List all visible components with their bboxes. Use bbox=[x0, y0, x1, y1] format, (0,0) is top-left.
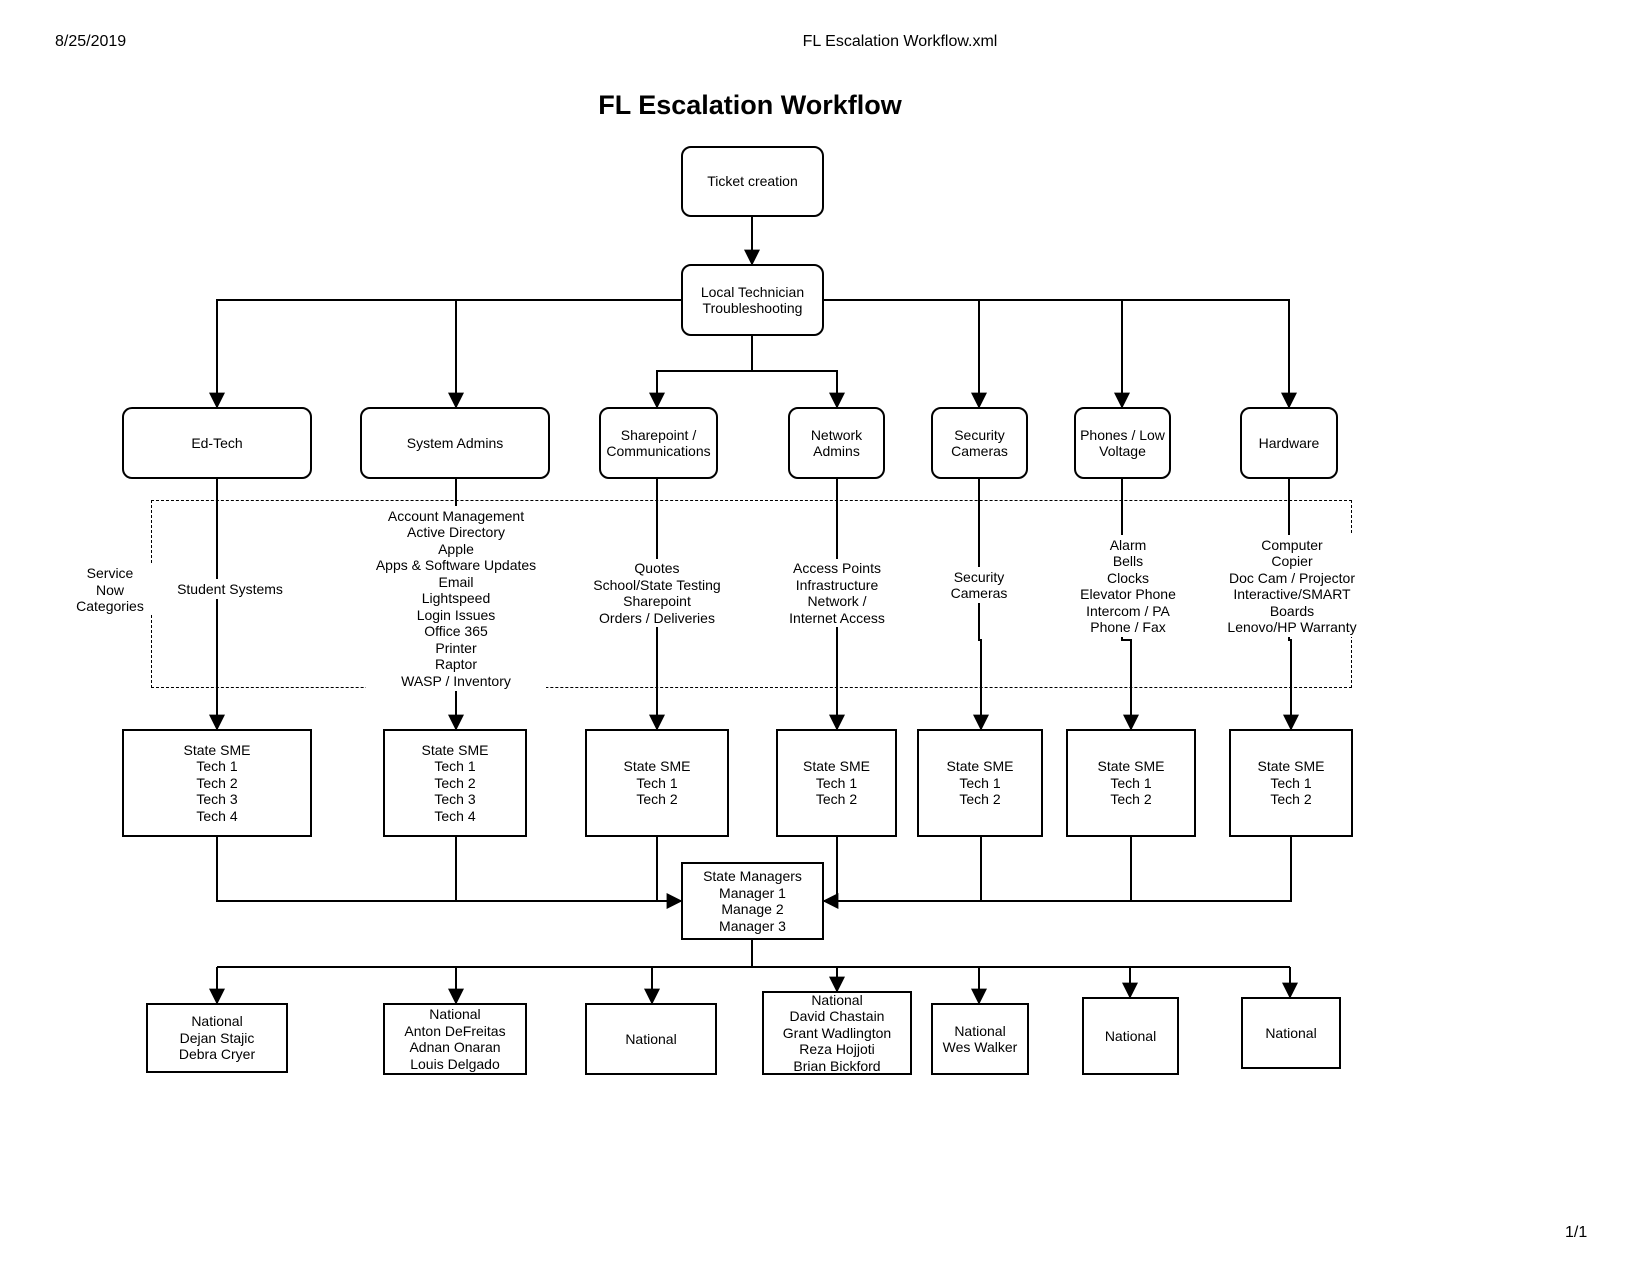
national-node-2: National Anton DeFreitas Adnan Onaran Lo… bbox=[383, 1003, 527, 1075]
state-sme-node-5-label: State SME Tech 1 Tech 2 bbox=[946, 758, 1014, 808]
page-number: 1/1 bbox=[1565, 1224, 1588, 1241]
category-list-7: Computer Copier Doc Cam / Projector Inte… bbox=[1219, 535, 1365, 637]
national-node-5: National Wes Walker bbox=[931, 1003, 1029, 1075]
ticket-creation-node: Ticket creation bbox=[681, 146, 824, 217]
national-node-3: National bbox=[585, 1003, 717, 1075]
category-list-5: Security Cameras bbox=[944, 567, 1014, 603]
team-node-2-label: System Admins bbox=[406, 434, 504, 451]
team-node-6-label: Phones / Low Voltage bbox=[1080, 426, 1165, 460]
state-sme-node-4-label: State SME Tech 1 Tech 2 bbox=[803, 758, 870, 808]
category-list-2: Account Management Active Directory Appl… bbox=[366, 506, 546, 691]
national-node-2-label: National Anton DeFreitas Adnan Onaran Lo… bbox=[404, 1006, 506, 1072]
team-node-6: Phones / Low Voltage bbox=[1074, 407, 1171, 479]
edge-sme-7-to-managers bbox=[822, 837, 1292, 909]
state-sme-node-3-label: State SME Tech 1 Tech 2 bbox=[623, 758, 691, 808]
state-sme-node-1: State SME Tech 1 Tech 2 Tech 3 Tech 4 bbox=[122, 729, 312, 837]
state-sme-node-6-label: State SME Tech 1 Tech 2 bbox=[1097, 758, 1165, 808]
category-list-6: Alarm Bells Clocks Elevator Phone Interc… bbox=[1073, 535, 1183, 637]
team-node-3-label: Sharepoint / Communications bbox=[606, 426, 711, 460]
state-sme-node-4: State SME Tech 1 Tech 2 bbox=[776, 729, 897, 837]
team-node-7: Hardware bbox=[1240, 407, 1338, 479]
local-technician-label: Local Technician Troubleshooting bbox=[700, 283, 805, 317]
team-node-5-label: Security Cameras bbox=[951, 426, 1008, 460]
team-node-1-label: Ed-Tech bbox=[191, 434, 243, 451]
ticket-creation-label: Ticket creation bbox=[707, 173, 798, 190]
national-node-4-label: National David Chastain Grant Wadlington… bbox=[782, 991, 892, 1074]
national-node-1-label: National Dejan Stajic Debra Cryer bbox=[178, 1013, 256, 1063]
national-node-4: National David Chastain Grant Wadlington… bbox=[762, 991, 912, 1075]
national-node-6: National bbox=[1082, 997, 1179, 1075]
team-node-4: Network Admins bbox=[788, 407, 885, 479]
category-list-1: Student Systems bbox=[155, 579, 305, 599]
state-sme-node-6: State SME Tech 1 Tech 2 bbox=[1066, 729, 1196, 837]
edge-team-to-sme-5 bbox=[973, 479, 989, 731]
edge-local-to-team-1 bbox=[209, 299, 681, 409]
local-technician-node: Local Technician Troubleshooting bbox=[681, 264, 824, 336]
service-now-categories-label: Service Now Categories bbox=[68, 565, 152, 615]
edge-local-to-team-4 bbox=[752, 370, 845, 409]
state-sme-node-3: State SME Tech 1 Tech 2 bbox=[585, 729, 729, 837]
state-sme-node-2: State SME Tech 1 Tech 2 Tech 3 Tech 4 bbox=[383, 729, 527, 837]
print-date: 8/25/2019 bbox=[55, 33, 127, 50]
team-node-3: Sharepoint / Communications bbox=[599, 407, 718, 479]
national-node-3-label: National bbox=[625, 1030, 677, 1047]
team-node-4-label: Network Admins bbox=[810, 426, 863, 460]
team-node-5: Security Cameras bbox=[931, 407, 1028, 479]
state-sme-node-2-label: State SME Tech 1 Tech 2 Tech 3 Tech 4 bbox=[421, 741, 489, 824]
state-managers-label: State Managers Manager 1 Manage 2 Manage… bbox=[703, 868, 802, 934]
state-sme-node-1-label: State SME Tech 1 Tech 2 Tech 3 Tech 4 bbox=[183, 741, 251, 824]
national-node-5-label: National Wes Walker bbox=[942, 1022, 1018, 1056]
print-filename: FL Escalation Workflow.xml bbox=[802, 33, 998, 50]
edge-local-to-team-7 bbox=[824, 299, 1297, 409]
national-node-1: National Dejan Stajic Debra Cryer bbox=[146, 1003, 288, 1073]
national-node-6-label: National bbox=[1104, 1027, 1157, 1044]
edge-sme-1-to-managers bbox=[216, 837, 683, 909]
state-sme-node-7: State SME Tech 1 Tech 2 bbox=[1229, 729, 1353, 837]
state-sme-node-5: State SME Tech 1 Tech 2 bbox=[917, 729, 1043, 837]
team-node-7-label: Hardware bbox=[1258, 434, 1320, 451]
diagram-title: FL Escalation Workflow bbox=[598, 90, 902, 120]
team-node-1: Ed-Tech bbox=[122, 407, 312, 479]
team-node-2: System Admins bbox=[360, 407, 550, 479]
national-node-7-label: National bbox=[1265, 1024, 1317, 1041]
national-node-7: National bbox=[1241, 997, 1341, 1069]
edge-local-to-team-3 bbox=[649, 336, 753, 409]
category-list-4: Access Points Infrastructure Network / I… bbox=[782, 559, 892, 627]
state-managers-node: State Managers Manager 1 Manage 2 Manage… bbox=[681, 862, 824, 940]
category-list-3: Quotes School/State Testing Sharepoint O… bbox=[587, 559, 727, 627]
state-sme-node-7-label: State SME Tech 1 Tech 2 bbox=[1257, 758, 1325, 808]
